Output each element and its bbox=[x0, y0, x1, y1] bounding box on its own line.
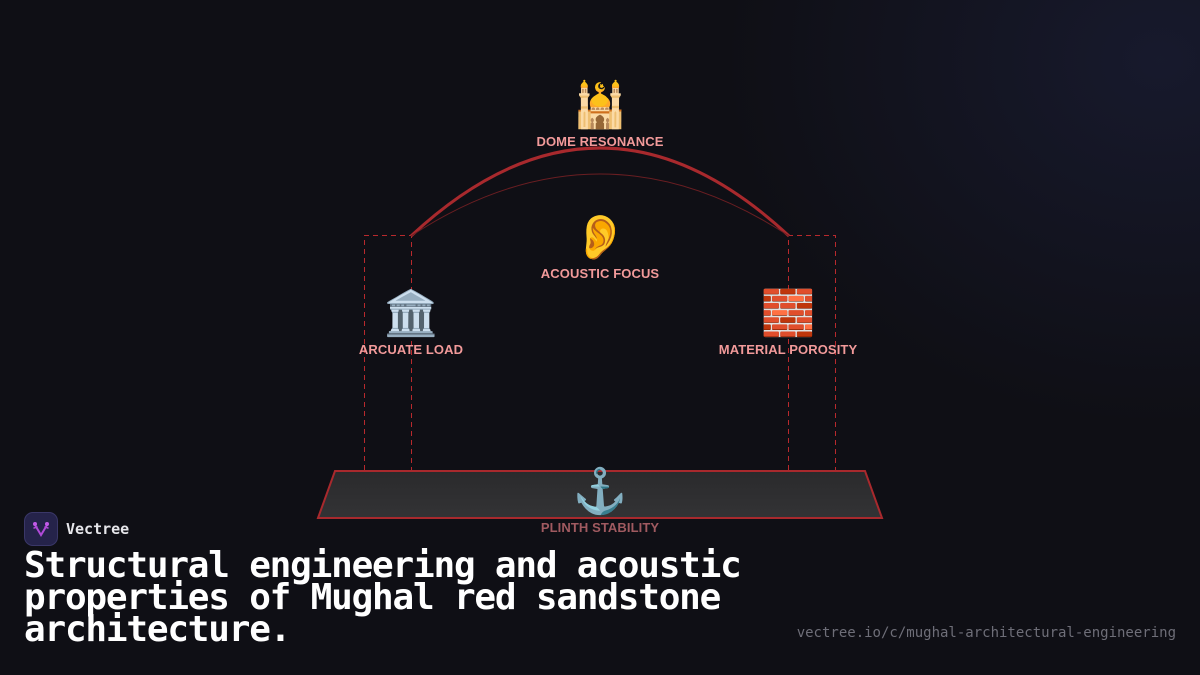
mosque-icon: 🕌 bbox=[572, 81, 628, 130]
node-plinth-stability: ⚓ PLINTH STABILITY bbox=[540, 467, 660, 536]
classical-building-icon: 🏛️ bbox=[383, 289, 439, 338]
node-arcuate-load: 🏛️ ARCUATE LOAD bbox=[358, 289, 464, 358]
right-pillar bbox=[788, 235, 836, 470]
anchor-icon: ⚓ bbox=[572, 467, 628, 516]
acoustic-arch bbox=[410, 173, 790, 237]
brand-name: Vectree bbox=[66, 520, 130, 538]
node-label: MATERIAL POROSITY bbox=[718, 342, 858, 357]
ear-icon: 👂 bbox=[572, 213, 628, 262]
node-label: ACOUSTIC FOCUS bbox=[540, 266, 660, 281]
left-pillar bbox=[364, 235, 412, 470]
node-label: ARCUATE LOAD bbox=[358, 342, 464, 357]
vectree-logo-icon bbox=[24, 512, 58, 546]
brick-icon: 🧱 bbox=[760, 289, 816, 338]
plinth-base bbox=[316, 470, 884, 519]
node-dome-resonance: 🕌 DOME RESONANCE bbox=[536, 81, 664, 150]
node-acoustic-focus: 👂 ACOUSTIC FOCUS bbox=[540, 213, 660, 282]
source-url[interactable]: vectree.io/c/mughal-architectural-engine… bbox=[796, 625, 1176, 641]
page-title: Structural engineering and acoustic prop… bbox=[24, 545, 742, 650]
node-label: DOME RESONANCE bbox=[536, 134, 664, 149]
node-label: PLINTH STABILITY bbox=[540, 520, 660, 535]
node-material-porosity: 🧱 MATERIAL POROSITY bbox=[718, 289, 858, 358]
dome-arch bbox=[409, 146, 791, 238]
brand: Vectree bbox=[24, 512, 129, 546]
